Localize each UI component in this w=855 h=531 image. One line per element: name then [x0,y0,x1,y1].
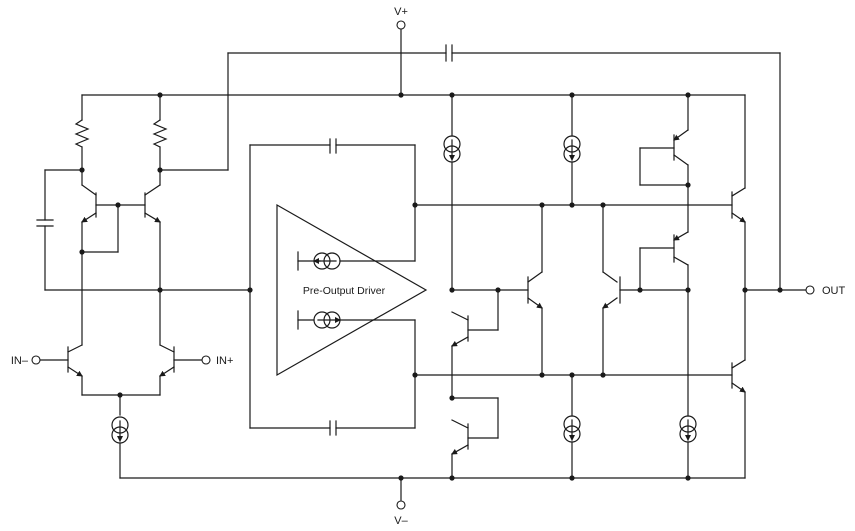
pre-output-driver-label: Pre-Output Driver [303,285,386,297]
terminal-out: OUT [805,285,846,297]
left-compensation-capacitor [36,169,251,291]
in-minus-label: IN– [11,355,29,367]
v-plus-label: V+ [394,6,408,18]
pre-output-driver: Pre-Output Driver [249,138,428,436]
supply-rails [81,28,746,501]
v-minus-label: V– [394,515,408,527]
terminal-in-minus: IN– [11,355,41,367]
terminal-v-minus: V– [394,500,409,527]
terminal-in-plus: IN+ [201,355,233,367]
tail-current-source [111,416,129,479]
out-label: OUT [822,285,846,297]
output-stage [443,94,807,479]
in-plus-label: IN+ [216,355,233,367]
load-resistors [74,94,168,171]
feedback-capacitor-top [159,44,781,291]
input-differential-pair [39,251,203,416]
junction-dots [79,92,783,481]
upper-transistor-pair [81,169,161,291]
terminal-v-plus: V+ [394,6,408,30]
